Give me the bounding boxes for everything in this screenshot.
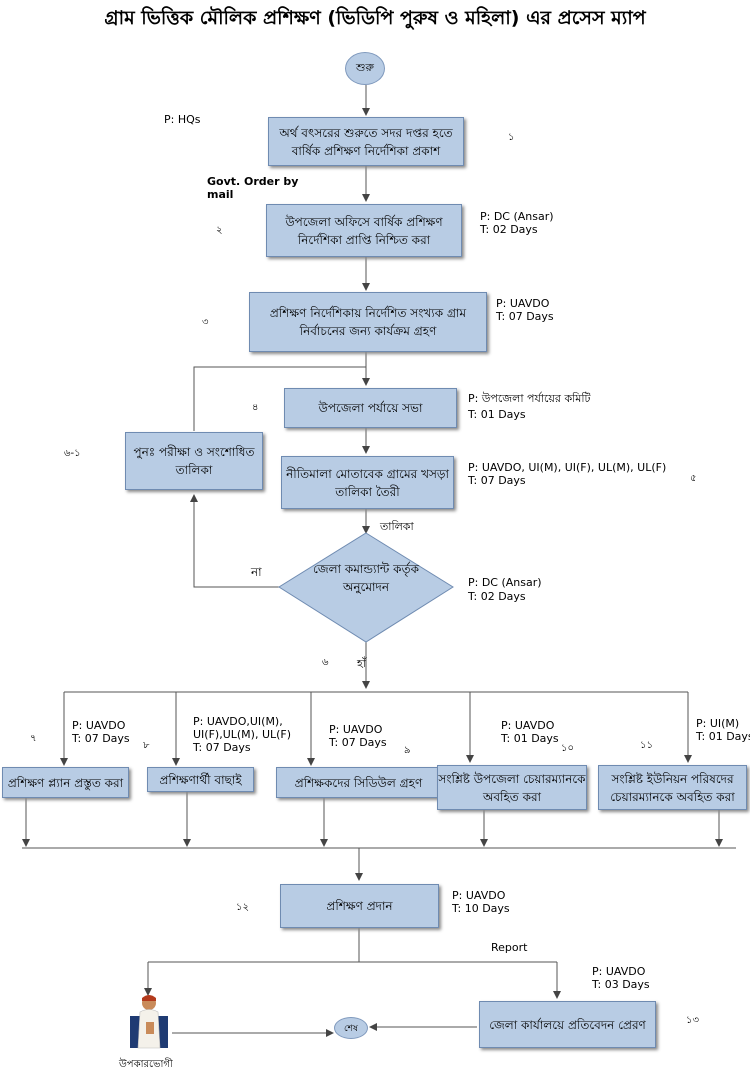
hqs-annotation: P: HQs (164, 113, 201, 126)
step-7-time: T: 07 Days (72, 732, 130, 745)
step-12-person: P: UAVDO (452, 889, 506, 902)
report-label: Report (491, 941, 528, 954)
step-9-person: P: UAVDO (329, 723, 383, 736)
step-1-box: অর্থ বৎসরের শুরুতে সদর দপ্তর হতে বার্ষিক… (268, 117, 464, 166)
step-8-person: P: UAVDO,UI(M), (193, 715, 283, 728)
page-title: গ্রাম ভিত্তিক মৌলিক প্রশিক্ষণ (ভিডিপি পু… (104, 7, 646, 29)
step-5-box: নীতিমালা মোতাবেক গ্রামের খসড়া তালিকা তৈ… (281, 456, 454, 509)
step-number-3: ৩ (202, 317, 209, 328)
yes-label: হাঁ (357, 657, 366, 670)
step-10-box: সংশ্লিষ্ট উপজেলা চেয়ারম্যানকে অবহিত করা (437, 765, 587, 810)
end-node: শেষ (334, 1017, 368, 1039)
step-number-5: ৫ (690, 473, 697, 484)
beneficiary-label: উপকারভোগী (119, 1059, 173, 1070)
no-label: না (251, 565, 262, 579)
step-4-box: উপজেলা পর্যায়ে সভা (284, 388, 457, 428)
step-12-time: T: 10 Days (452, 902, 510, 915)
step-12-box: প্রশিক্ষণ প্রদান (280, 884, 439, 928)
step-number-6: ৬ (322, 657, 329, 668)
step-3-box: প্রশিক্ষণ নির্দেশিকায় নির্দেশিত সংখ্যক … (249, 292, 487, 352)
list-label: তালিকা (380, 520, 414, 533)
step-number-9: ৯ (404, 745, 411, 756)
step-7-person: P: UAVDO (72, 719, 126, 732)
approval-label: জেলা কমান্ড্যান্ট কর্তৃক অনুমোদন (313, 562, 419, 594)
step-8-time: T: 07 Days (193, 741, 251, 754)
step-9-box: প্রশিক্ষকদের সিডিউল গ্রহণ (276, 767, 441, 798)
step-number-11: ১১ (640, 740, 653, 751)
step-4-person: P: উপজেলা পর্যায়ের কমিটি (468, 392, 591, 405)
step-number-1: ১ (508, 132, 515, 143)
step-8-box: প্রশিক্ষণার্থী বাছাই (147, 767, 254, 792)
govt-order-note: Govt. Order by mail (207, 175, 299, 201)
step-10-time: T: 01 Days (501, 732, 559, 745)
beneficiary-icon (130, 995, 168, 1049)
step-5-person: P: UAVDO, UI(M), UI(F), UL(M), UL(F) (468, 461, 667, 474)
step-2-person: P: DC (Ansar) (480, 210, 554, 223)
step-number-13: ১৩ (686, 1015, 699, 1026)
step-11-person: P: UI(M) (696, 717, 740, 730)
step-10-person: P: UAVDO (501, 719, 555, 732)
step-number-4: ৪ (252, 402, 259, 413)
step-number-8: ৮ (143, 740, 150, 751)
step-13-person: P: UAVDO (592, 965, 646, 978)
step-number-10: ১০ (561, 743, 574, 754)
step-11-time: T: 01 Days (696, 730, 750, 743)
approval-person: P: DC (Ansar) (468, 576, 542, 589)
step-2-time: T: 02 Days (480, 223, 538, 236)
step-number-6-1: ৬-১ (64, 448, 81, 459)
step-number-2: ২ (216, 225, 223, 236)
approval-time: T: 02 Days (468, 590, 526, 603)
step-11-box: সংশ্লিষ্ট ইউনিয়ন পরিষদের চেয়ারম্যানকে … (598, 765, 747, 810)
step-8-person-cont: UI(F),UL(M), UL(F) (193, 728, 292, 741)
step-7-box: প্রশিক্ষণ প্ল্যান প্রস্তুত করা (2, 767, 129, 798)
step-3-time: T: 07 Days (496, 310, 554, 323)
approval-diamond (278, 532, 454, 643)
step-3-person: P: UAVDO (496, 297, 550, 310)
step-5-time: T: 07 Days (468, 474, 526, 487)
step-13-time: T: 03 Days (592, 978, 650, 991)
step-13-box: জেলা কার্যালয়ে প্রতিবেদন প্রেরণ (479, 1001, 656, 1048)
start-node: শুরু (345, 52, 385, 85)
step-2-box: উপজেলা অফিসে বার্ষিক প্রশিক্ষণ নির্দেশিক… (266, 204, 462, 257)
step-6-1-box: পুনঃ পরীক্ষা ও সংশোধিত তালিকা (125, 432, 263, 490)
step-9-time: T: 07 Days (329, 736, 387, 749)
step-4-time: T: 01 Days (468, 408, 526, 421)
step-number-12: ১২ (236, 902, 249, 913)
step-number-7: ৭ (30, 733, 37, 744)
